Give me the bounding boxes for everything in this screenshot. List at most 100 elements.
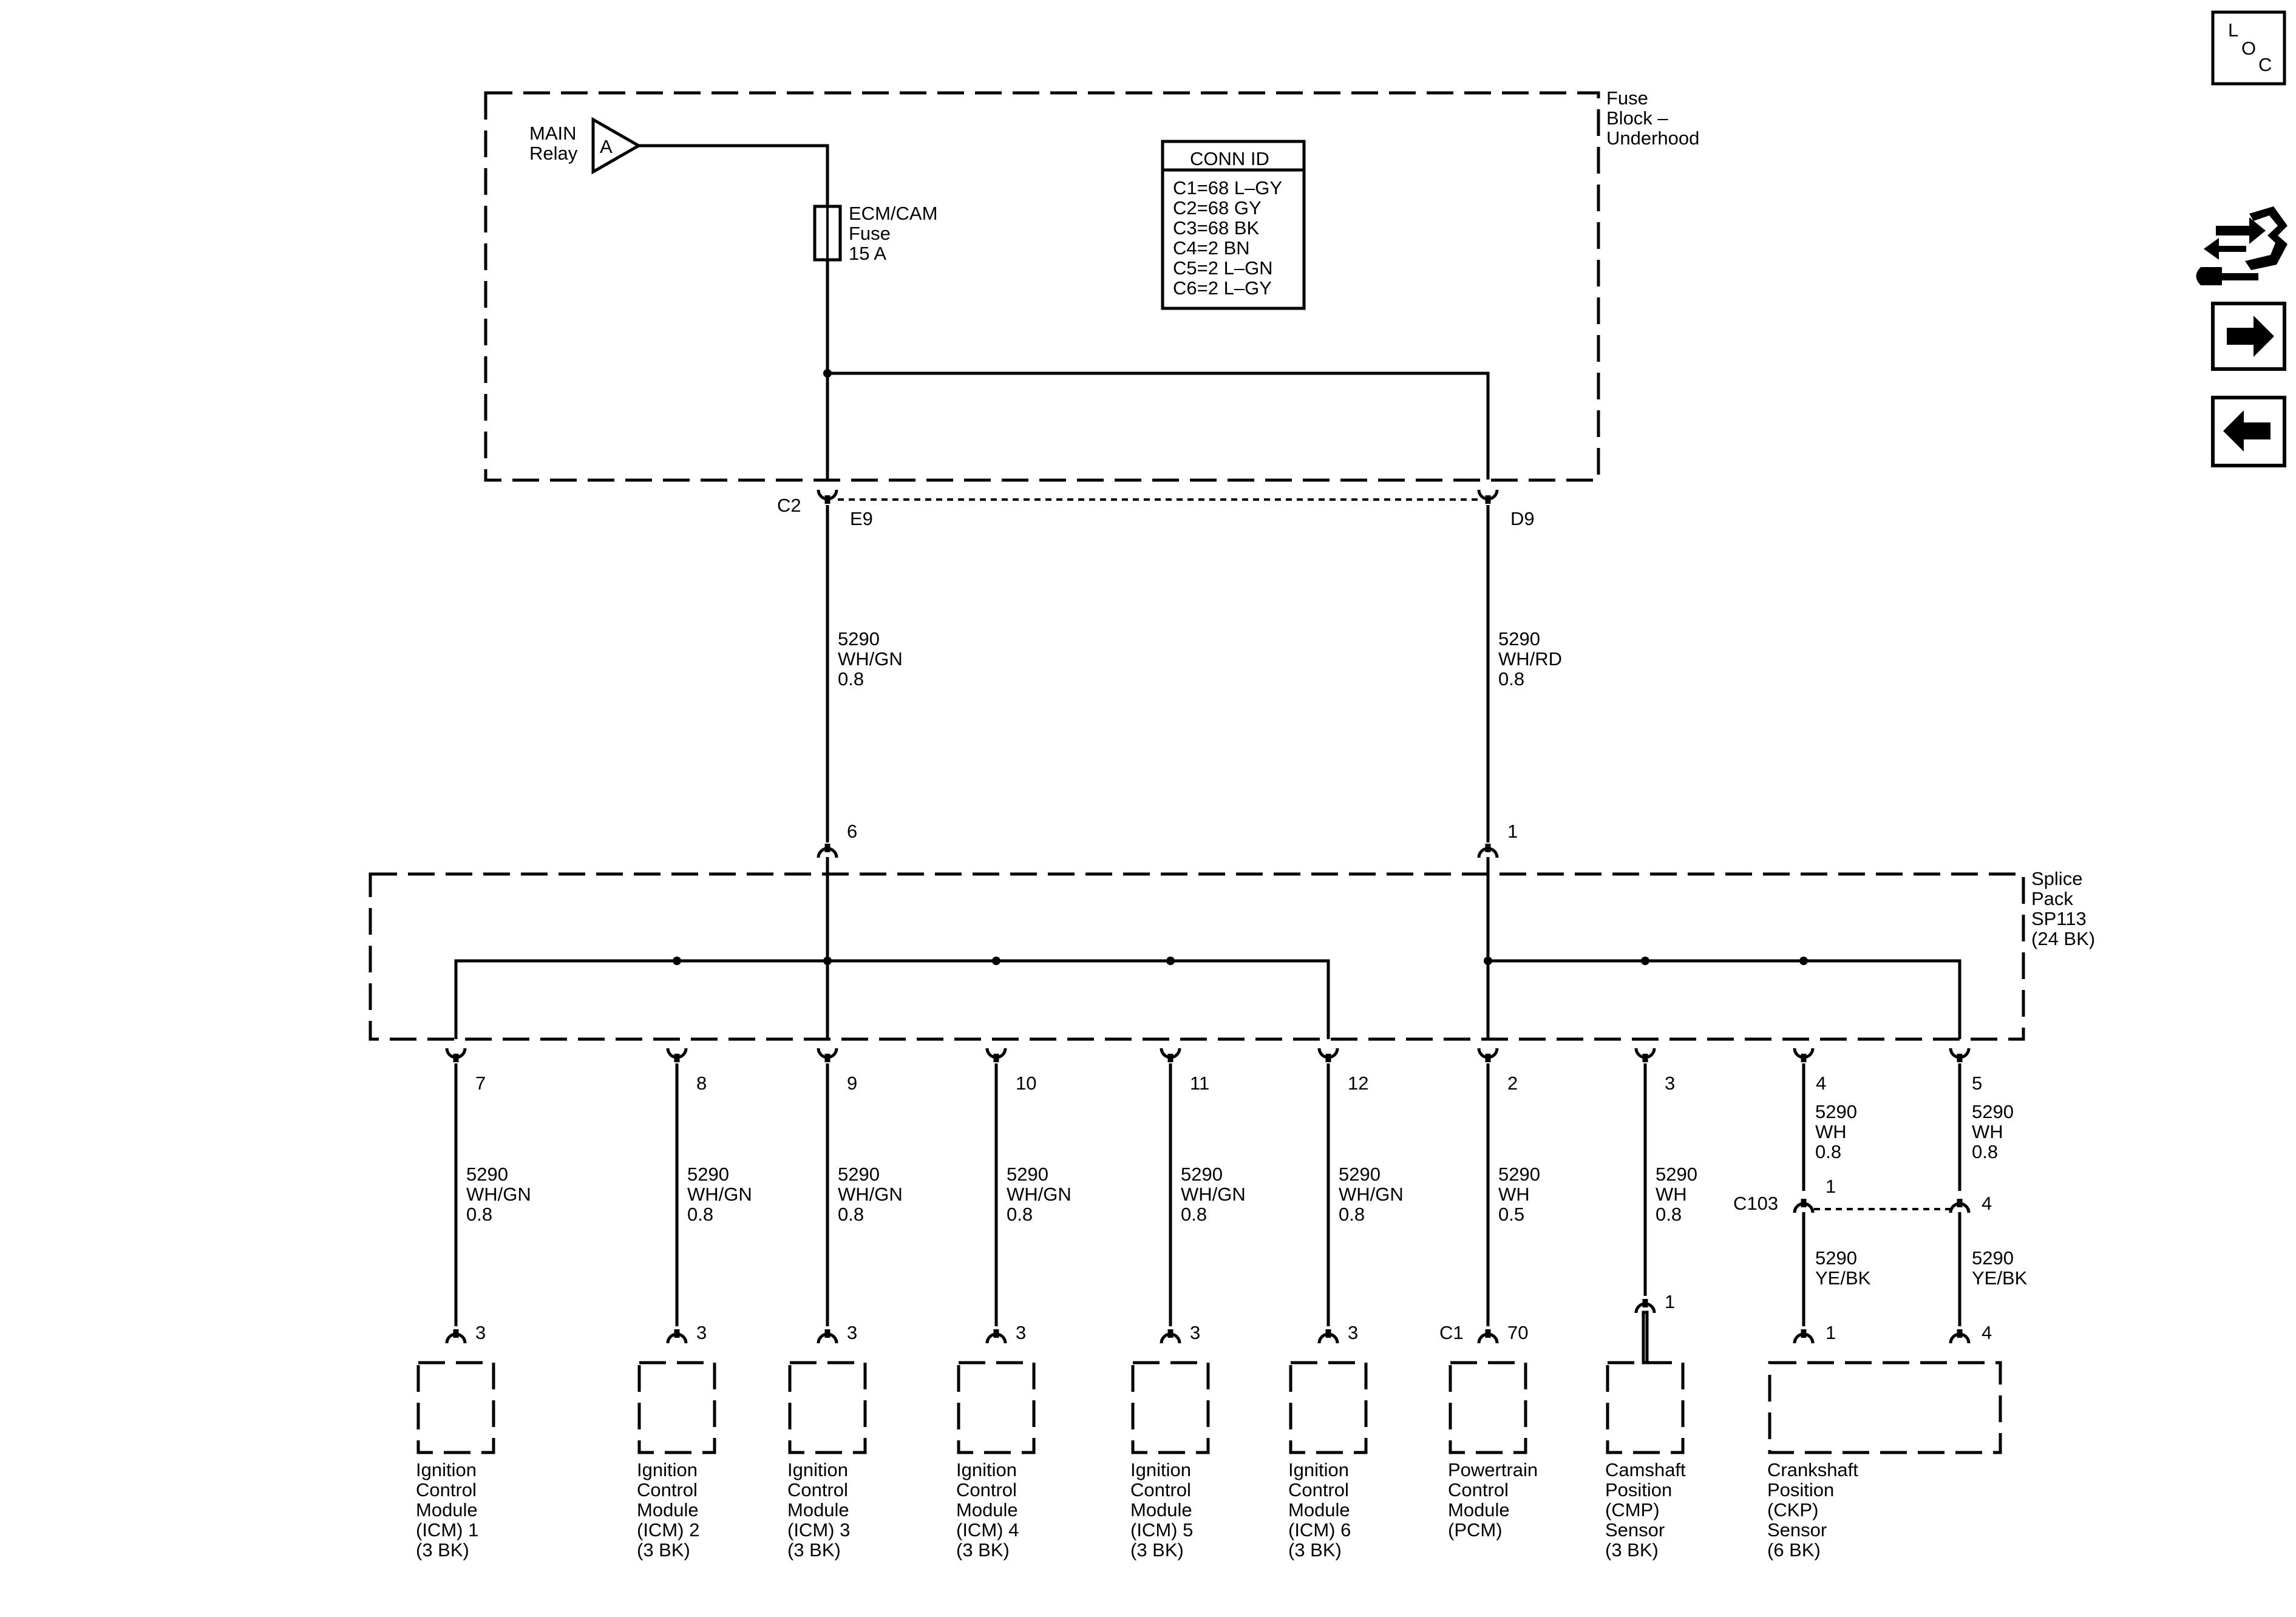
main-relay-letter: A — [600, 136, 613, 157]
device-pin — [987, 1329, 1005, 1343]
device-label: Module — [1448, 1499, 1510, 1520]
wire-color: WH/GN — [838, 1184, 903, 1205]
wire-color: WH — [1498, 1184, 1530, 1205]
branch-circuits: 75290WH/GN0.83IgnitionControlModule(ICM)… — [416, 1048, 1697, 1561]
arrow-right-icon[interactable] — [2211, 302, 2286, 371]
wire-circuit: 5290 — [1181, 1164, 1223, 1185]
wire-label-right: 5290 WH/RD 0.8 — [1498, 628, 1562, 690]
splice-junction — [823, 957, 832, 965]
branch-circuit-7: 75290WH/GN0.83IgnitionControlModule(ICM)… — [416, 1048, 531, 1561]
connector-c2-d9 — [1479, 490, 1497, 504]
device-label: (3 BK) — [637, 1539, 690, 1561]
device-box — [788, 1361, 867, 1454]
connector-name: C1 — [1439, 1322, 1464, 1343]
svg-text:5290: 5290 — [1815, 1101, 1857, 1122]
device-label: (PCM) — [1448, 1519, 1503, 1541]
wire-color: WH/GN — [466, 1184, 531, 1205]
pin-label: 10 — [1016, 1073, 1036, 1094]
svg-text:Fuse: Fuse — [1606, 87, 1648, 109]
splice-in-pin-6 — [818, 844, 837, 858]
device-pin — [668, 1329, 686, 1343]
splice-junction — [1484, 957, 1492, 965]
wire-color: WH/GN — [1339, 1184, 1404, 1205]
device-label: (3 BK) — [1130, 1539, 1184, 1561]
device-label: Module — [637, 1499, 699, 1520]
device-label: Control — [956, 1479, 1017, 1500]
wire-size: 0.8 — [687, 1204, 713, 1225]
pin-label: 1 — [1665, 1291, 1675, 1312]
device-box — [1449, 1361, 1527, 1454]
wire-circuit: 5290 — [466, 1164, 508, 1185]
device-label: (ICM) 3 — [787, 1519, 850, 1541]
device-label: (3 BK) — [1288, 1539, 1342, 1561]
device-label: (ICM) 5 — [1130, 1519, 1193, 1541]
device-pin — [1161, 1329, 1180, 1343]
wire-circuit: 5290 — [687, 1164, 729, 1185]
ckp-sensor-box — [1768, 1361, 2002, 1454]
device-label: Module — [1130, 1499, 1192, 1520]
svg-text:WH: WH — [1815, 1121, 1847, 1142]
svg-text:ECM/CAM: ECM/CAM — [849, 203, 937, 224]
device-label: (CKP) — [1767, 1499, 1818, 1520]
main-relay-label: MAIN — [529, 123, 577, 144]
device-label: Module — [956, 1499, 1018, 1520]
svg-text:(24 BK): (24 BK) — [2031, 928, 2095, 949]
pin-label: 2 — [1507, 1073, 1518, 1094]
fuse-block-boundary — [484, 91, 1600, 482]
wrench-arrows-icon[interactable] — [2196, 206, 2288, 285]
device-box — [416, 1361, 495, 1454]
device-label: (ICM) 1 — [416, 1519, 478, 1541]
device-label: Sensor — [1767, 1519, 1827, 1541]
loc-icon[interactable]: L O C — [2211, 10, 2286, 86]
ecm-cam-fuse: ECM/CAM Fuse 15 A — [813, 203, 937, 264]
conn-id-row: C1=68 L–GY — [1173, 177, 1282, 198]
device-label: (ICM) 2 — [637, 1519, 699, 1541]
pin-label: 3 — [1665, 1073, 1675, 1094]
splice-out-pin — [447, 1048, 465, 1062]
device-label: Position — [1605, 1479, 1672, 1500]
conn-id-row: C3=68 BK — [1173, 217, 1260, 239]
wire-circuit: 5290 — [1498, 1164, 1540, 1185]
pin-label: 1 — [1826, 1176, 1836, 1197]
arrow-left-icon[interactable] — [2211, 396, 2286, 467]
conn-id-row: C5=2 L–GN — [1173, 257, 1273, 279]
device-label: Ignition — [416, 1459, 477, 1480]
svg-text:15 A: 15 A — [849, 243, 886, 264]
svg-text:Pack: Pack — [2031, 888, 2073, 909]
wire-color: WH/GN — [1181, 1184, 1246, 1205]
pin-label: E9 — [850, 508, 873, 529]
wire-circuit: 5290 — [838, 1164, 880, 1185]
device-label: (CMP) — [1605, 1499, 1660, 1520]
pin-label: 1 — [1507, 821, 1518, 842]
wire-circuit: 5290 — [1007, 1164, 1048, 1185]
pin-label: 3 — [1190, 1322, 1200, 1343]
wire-size: 0.8 — [1656, 1204, 1682, 1225]
pin-label: 3 — [1348, 1322, 1358, 1343]
device-pin — [1319, 1329, 1337, 1343]
device-label: Control — [416, 1479, 477, 1500]
device-box — [1289, 1361, 1368, 1454]
svg-text:5290: 5290 — [1972, 1101, 2014, 1122]
wire-size: 0.5 — [1498, 1204, 1524, 1225]
device-label: Sensor — [1605, 1519, 1665, 1541]
branch-circuit-8: 85290WH/GN0.83IgnitionControlModule(ICM)… — [637, 1048, 752, 1561]
wire-color: WH/GN — [1007, 1184, 1072, 1205]
device-label: (3 BK) — [416, 1539, 469, 1561]
device-label: Crankshaft — [1767, 1459, 1858, 1480]
conn-id-table: CONN ID C1=68 L–GY C2=68 GY C3=68 BK C4=… — [1161, 140, 1306, 310]
wire-size: 0.8 — [1181, 1204, 1207, 1225]
device-label: Control — [1448, 1479, 1509, 1500]
splice-in-pin-1 — [1479, 844, 1497, 858]
device-label: (3 BK) — [787, 1539, 841, 1561]
device-pin — [818, 1329, 837, 1343]
svg-text:0.8: 0.8 — [1498, 668, 1524, 690]
device-label: Camshaft — [1605, 1459, 1686, 1480]
splice-out-pin — [1161, 1048, 1180, 1062]
svg-text:Block –: Block – — [1606, 107, 1668, 129]
pin-label: 70 — [1507, 1322, 1528, 1343]
device-label: (3 BK) — [1605, 1539, 1659, 1561]
pin-label: 3 — [1016, 1322, 1026, 1343]
pin-label: 1 — [1826, 1322, 1836, 1343]
wire-color: WH/GN — [687, 1184, 752, 1205]
